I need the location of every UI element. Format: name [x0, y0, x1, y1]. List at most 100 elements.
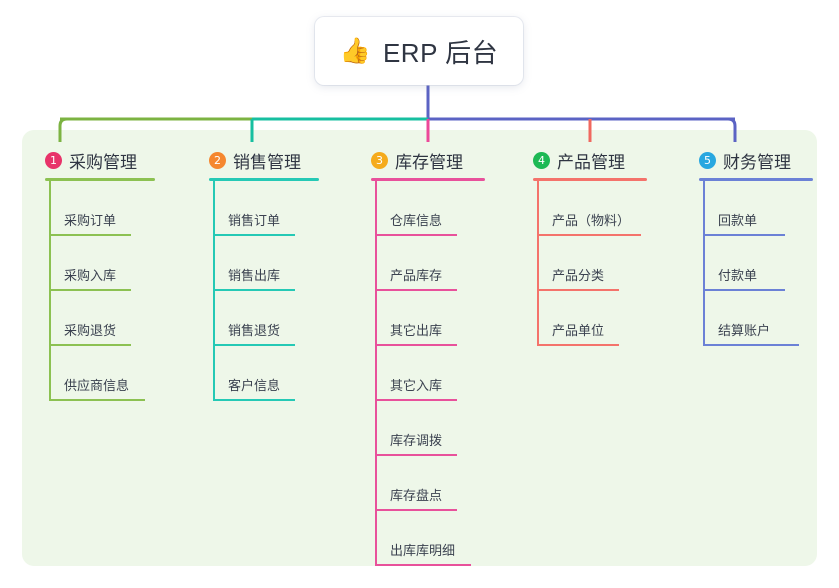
branch-item[interactable]: 其它出库 — [362, 291, 517, 346]
branch-item[interactable]: 采购订单 — [36, 181, 186, 236]
branch-item-rule — [375, 399, 457, 401]
branch-item-label: 采购入库 — [64, 268, 117, 283]
branch-item-label: 其它出库 — [390, 323, 443, 338]
branch-item-rule — [703, 234, 785, 236]
branch-item[interactable]: 产品（物料） — [524, 181, 679, 236]
branch-item-rule — [537, 289, 619, 291]
branch-title: 财务管理 — [723, 152, 791, 172]
branch-item-list: 产品（物料） 产品分类产品单位 — [524, 181, 679, 346]
branch-item-rule — [375, 234, 457, 236]
branch-item[interactable]: 产品分类 — [524, 236, 679, 291]
branch-item[interactable]: 回款单 — [690, 181, 820, 236]
branch-spine — [703, 181, 705, 346]
branch-item-label: 仓库信息 — [390, 213, 443, 228]
branch-item-label: 采购订单 — [64, 213, 117, 228]
branch-item-label: 产品（物料） — [552, 213, 631, 228]
branch-item-rule — [213, 399, 295, 401]
branch-item-rule — [537, 234, 641, 236]
branch-number-badge: 4 — [533, 151, 550, 169]
branch-title: 库存管理 — [395, 152, 463, 172]
branch-item-rule — [49, 399, 145, 401]
branch-item-list: 采购订单采购入库采购退货供应商信息 — [36, 181, 186, 401]
branch-item-rule — [537, 344, 619, 346]
branch-item-rule — [213, 234, 295, 236]
branch-spine — [375, 181, 377, 566]
branch-item[interactable]: 销售出库 — [200, 236, 350, 291]
branch-item[interactable]: 库存调拨 — [362, 401, 517, 456]
branch-item-label: 库存调拨 — [390, 433, 443, 448]
branch-title: 销售管理 — [233, 152, 301, 172]
branch-header-rule — [533, 178, 647, 181]
branch-spine — [537, 181, 539, 346]
branch-item-rule — [49, 234, 131, 236]
branch-item-label: 销售订单 — [228, 213, 281, 228]
branch-title: 采购管理 — [69, 152, 137, 172]
branch-item[interactable]: 库存盘点 — [362, 456, 517, 511]
branch-item-rule — [375, 454, 457, 456]
branch-number-badge: 3 — [371, 151, 388, 169]
branch-item-rule — [703, 344, 799, 346]
branch-column-5: 5 财务管理回款单付款单结算账户 — [690, 148, 820, 346]
branch-item[interactable]: 采购入库 — [36, 236, 186, 291]
branch-item[interactable]: 供应商信息 — [36, 346, 186, 401]
branch-item-rule — [375, 289, 457, 291]
branch-number-badge: 5 — [699, 151, 716, 169]
branch-column-1: 1 采购管理采购订单采购入库采购退货供应商信息 — [36, 148, 186, 401]
branch-item[interactable]: 付款单 — [690, 236, 820, 291]
branch-item[interactable]: 其它入库 — [362, 346, 517, 401]
branch-header-4[interactable]: 4 产品管理 — [524, 148, 679, 172]
branch-item-label: 库存盘点 — [390, 488, 443, 503]
branch-title: 产品管理 — [557, 152, 625, 172]
branch-header-rule — [45, 178, 155, 181]
branch-item[interactable]: 销售退货 — [200, 291, 350, 346]
branch-spine — [213, 181, 215, 401]
branch-item[interactable]: 客户信息 — [200, 346, 350, 401]
branch-spine — [49, 181, 51, 401]
branch-item-rule — [375, 344, 457, 346]
branch-item-rule — [375, 564, 471, 566]
branch-item-label: 产品分类 — [552, 268, 605, 283]
branch-item[interactable]: 结算账户 — [690, 291, 820, 346]
branch-item-rule — [375, 509, 457, 511]
branch-header-rule — [209, 178, 319, 181]
branch-header-3[interactable]: 3 库存管理 — [362, 148, 517, 172]
branch-item-label: 销售出库 — [228, 268, 281, 283]
branch-item-label: 产品单位 — [552, 323, 605, 338]
branch-header-rule — [699, 178, 813, 181]
branch-item-label: 结算账户 — [718, 323, 771, 338]
branch-item[interactable]: 采购退货 — [36, 291, 186, 346]
branch-header-rule — [371, 178, 485, 181]
branch-item-label: 产品库存 — [390, 268, 443, 283]
branch-item-label: 采购退货 — [64, 323, 117, 338]
branch-item[interactable]: 产品单位 — [524, 291, 679, 346]
branch-column-4: 4 产品管理产品（物料） 产品分类产品单位 — [524, 148, 679, 346]
branch-item-label: 出库库明细 — [390, 543, 456, 558]
branch-item-label: 付款单 — [718, 268, 758, 283]
thumbs-up-icon: 👍 — [339, 36, 371, 65]
branch-item-list: 回款单付款单结算账户 — [690, 181, 820, 346]
branch-item-rule — [703, 289, 785, 291]
root-title: ERP 后台 — [382, 37, 499, 68]
branch-item-label: 销售退货 — [228, 323, 281, 338]
branch-item-label: 客户信息 — [228, 378, 281, 393]
branch-item-label: 供应商信息 — [64, 378, 130, 393]
branch-header-5[interactable]: 5 财务管理 — [690, 148, 820, 172]
branch-item-rule — [213, 289, 295, 291]
branch-number-badge: 1 — [45, 151, 62, 169]
branch-item-rule — [49, 289, 131, 291]
branch-item-list: 销售订单销售出库销售退货客户信息 — [200, 181, 350, 401]
branch-item[interactable]: 仓库信息 — [362, 181, 517, 236]
diagram-background-panel — [22, 130, 817, 566]
branch-item[interactable]: 出库库明细 — [362, 511, 517, 566]
branch-item-rule — [49, 344, 131, 346]
branch-column-3: 3 库存管理仓库信息产品库存其它出库其它入库库存调拨库存盘点出库库明细 — [362, 148, 517, 566]
root-node-card[interactable]: 👍 ERP 后台 — [315, 17, 523, 85]
branch-item-rule — [213, 344, 295, 346]
branch-item-list: 仓库信息产品库存其它出库其它入库库存调拨库存盘点出库库明细 — [362, 181, 517, 566]
branch-item[interactable]: 产品库存 — [362, 236, 517, 291]
branch-item[interactable]: 销售订单 — [200, 181, 350, 236]
branch-header-1[interactable]: 1 采购管理 — [36, 148, 186, 172]
